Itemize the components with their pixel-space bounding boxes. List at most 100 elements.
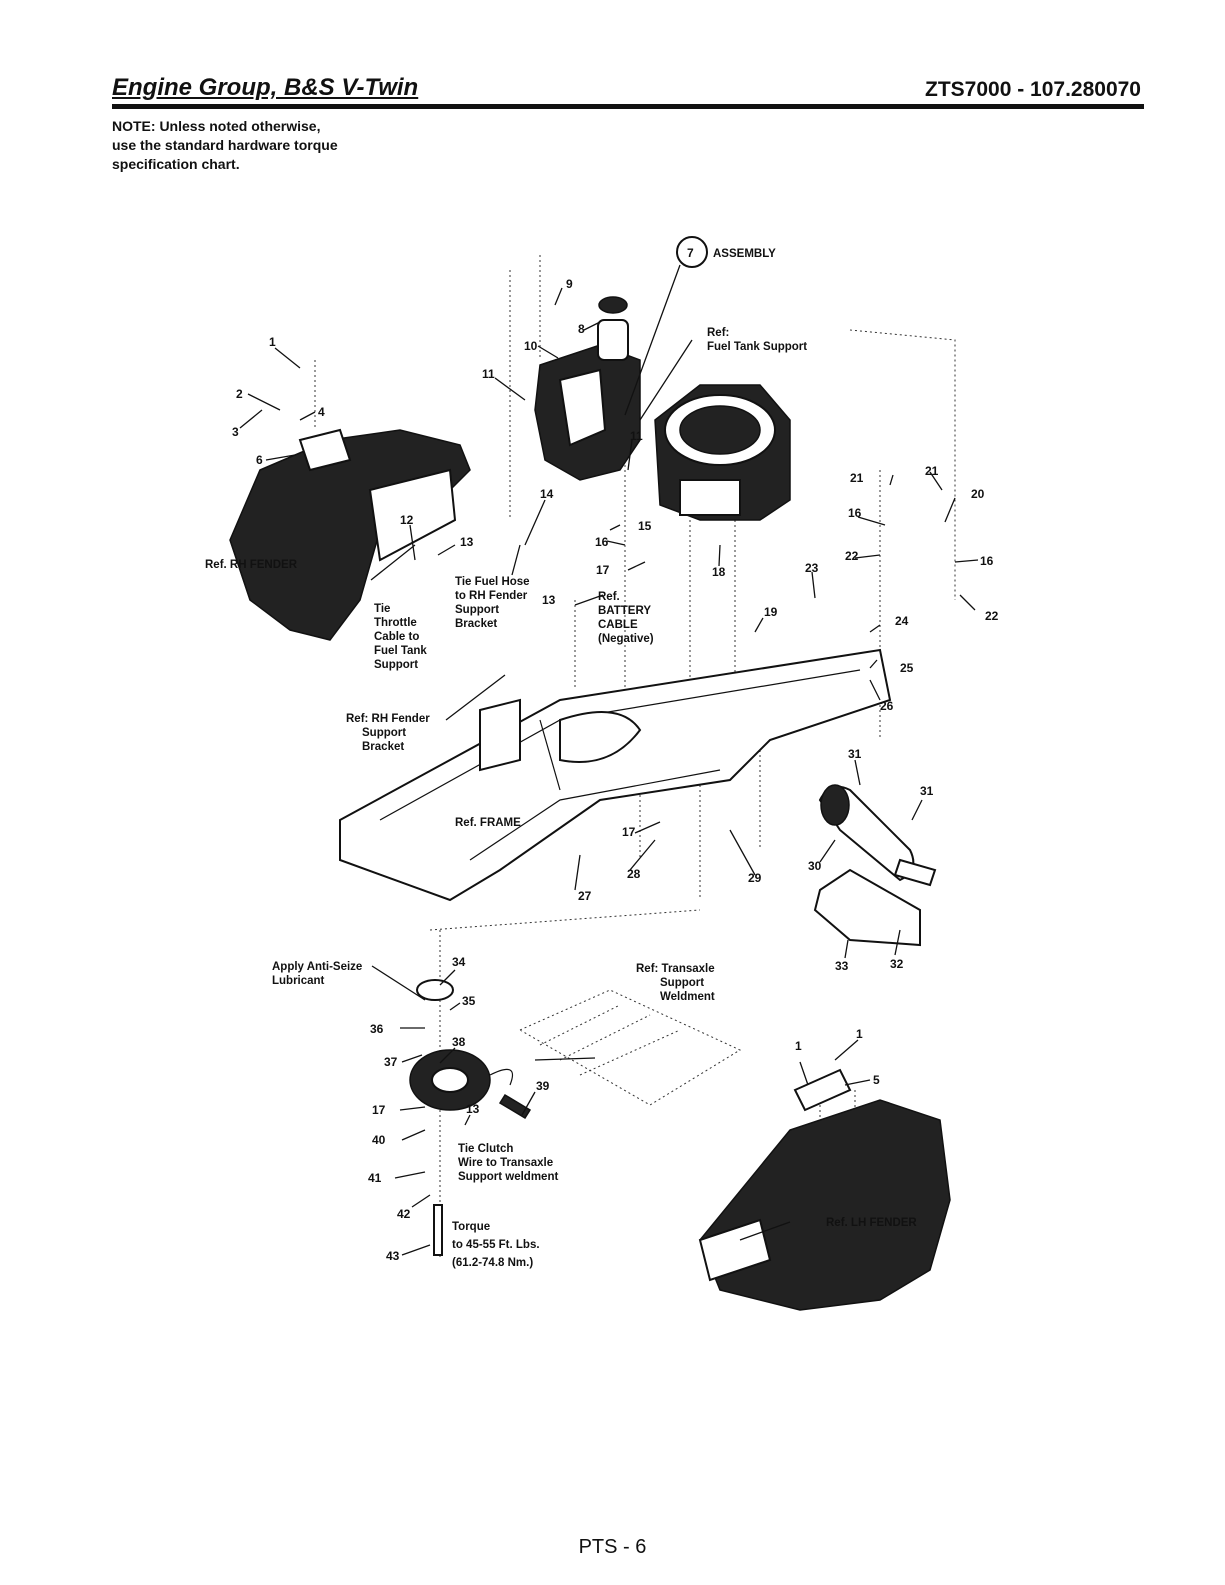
ref-tie-fuel-hose-1: Tie Fuel Hose [455,576,530,588]
callout-20: 20 [971,487,985,501]
callout-13-clutch: 13 [466,1102,480,1116]
callout-33: 33 [835,959,849,973]
callout-22-right: 22 [985,609,999,623]
callout-9: 9 [566,277,573,291]
note-line-1: NOTE: Unless noted otherwise, [112,118,321,134]
ref-transaxle-support-2: Support [660,977,704,989]
callout-17-clutch: 17 [372,1103,386,1117]
callout-41: 41 [368,1171,382,1185]
ref-fuel-tank-support-1: Ref: [707,327,729,339]
ref-battery-cable-1: Ref. [598,591,620,603]
header-rule [112,104,1144,109]
callout-7: 7 [687,246,694,260]
callout-17-top: 17 [596,563,610,577]
callout-36: 36 [370,1022,384,1036]
callout-11-top: 11 [482,367,495,381]
callout-25: 25 [900,661,914,675]
callout-10: 10 [524,339,538,353]
callout-35: 35 [462,994,476,1008]
callout-37: 37 [384,1055,398,1069]
pto-clutch-drawing [409,979,532,1256]
fuel-tank-drawing [534,296,641,481]
note-line-3: specification chart. [112,156,240,172]
callout-12: 12 [400,513,414,527]
callout-21-right: 21 [925,464,939,478]
callout-28: 28 [627,867,641,881]
callout-42: 42 [397,1207,411,1221]
callout-1-lh-right: 1 [856,1027,863,1041]
callout-6: 6 [256,453,263,467]
ref-tie-clutch-1: Tie Clutch [458,1143,513,1155]
callout-31-right: 31 [920,784,934,798]
ref-tie-fuel-hose-3: Support [455,604,499,616]
callout-26: 26 [880,699,894,713]
ref-frame: Ref. FRAME [455,817,521,829]
callout-40: 40 [372,1133,386,1147]
transaxle-support-drawing [518,989,742,1106]
ref-tie-clutch-3: Support weldment [458,1171,558,1183]
callout-14: 14 [540,487,554,501]
torque-note: NOTE: Unless noted otherwise, use the st… [112,117,338,174]
lh-fender-drawing [698,1068,951,1311]
ref-anti-seize-2: Lubricant [272,975,325,987]
engine-drawing [654,384,791,521]
callout-16-left: 16 [595,535,609,549]
callout-18: 18 [712,565,726,579]
callout-16-right: 16 [980,554,994,568]
ref-tie-throttle-1: Tie [374,603,390,615]
ref-torque-2: to 45-55 Ft. Lbs. [452,1239,540,1251]
callout-34: 34 [452,955,466,969]
callout-21-left: 21 [850,471,864,485]
callout-1: 1 [269,335,276,349]
model-number: ZTS7000 - 107.280070 [925,78,1141,101]
ref-transaxle-support-1: Ref: Transaxle [636,963,715,975]
ref-fuel-tank-support-2: Fuel Tank Support [707,341,807,353]
ref-assembly: ASSEMBLY [713,248,776,260]
frame-drawing [339,648,892,902]
leader-lines [239,236,979,1256]
callout-11-mid: 11 [630,429,643,443]
callout-15: 15 [638,519,652,533]
callout-24: 24 [895,614,909,628]
note-line-2: use the standard hardware torque [112,137,338,153]
muffler-drawing [813,784,937,947]
page-number: PTS - 6 [578,1536,647,1558]
ref-tie-throttle-4: Fuel Tank [374,645,427,657]
callout-22-left: 22 [845,549,859,563]
ref-battery-cable-4: (Negative) [598,633,654,645]
callout-38: 38 [452,1035,466,1049]
ref-rh-fender-support-3: Bracket [362,741,404,753]
page-title: Engine Group, B&S V-Twin [112,74,419,101]
callout-19: 19 [764,605,778,619]
callout-23: 23 [805,561,819,575]
callout-3: 3 [232,425,239,439]
callout-13-top: 13 [460,535,474,549]
callout-39: 39 [536,1079,550,1093]
ref-torque-1: Torque [452,1221,490,1233]
ref-transaxle-support-3: Weldment [660,991,715,1003]
reference-labels: ASSEMBLY Ref: Fuel Tank Support Ref. RH … [205,248,917,1269]
ref-rh-fender-support-2: Support [362,727,406,739]
callout-13-mid: 13 [542,593,556,607]
rh-fender-drawing [229,428,471,641]
ref-battery-cable-3: CABLE [598,619,638,631]
callout-27: 27 [578,889,592,903]
ref-tie-throttle-5: Support [374,659,418,671]
callout-16-mid: 16 [848,506,862,520]
ref-tie-clutch-2: Wire to Transaxle [458,1157,553,1169]
ref-rh-fender: Ref. RH FENDER [205,559,298,571]
callout-30: 30 [808,859,822,873]
callout-31-left: 31 [848,747,862,761]
callout-5: 5 [873,1073,880,1087]
ref-rh-fender-support-1: Ref: RH Fender [346,713,430,725]
ref-torque-3: (61.2-74.8 Nm.) [452,1257,533,1269]
ref-tie-throttle-3: Cable to [374,631,419,643]
callout-4: 4 [318,405,325,419]
assembly-callout-circle [676,236,708,268]
ref-tie-fuel-hose-2: to RH Fender [455,590,528,602]
callout-2: 2 [236,387,243,401]
callout-43: 43 [386,1249,400,1263]
callout-1-lh-left: 1 [795,1039,802,1053]
ref-tie-throttle-2: Throttle [374,617,417,629]
